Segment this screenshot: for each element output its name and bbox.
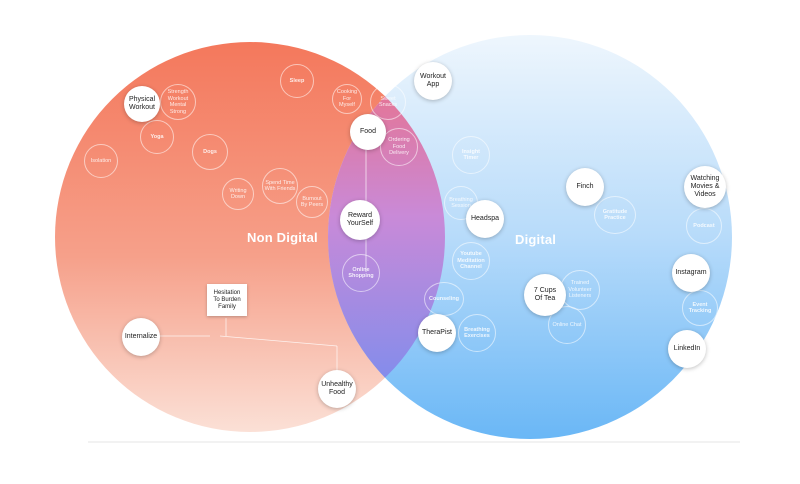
instagram-node: Instagram xyxy=(672,254,710,292)
seven-cups-node: 7 Cups Of Tea xyxy=(524,274,566,316)
youtube-channel-bubble: Youtube Meditation Channel xyxy=(452,242,490,280)
sleep-bubble: Sleep xyxy=(280,64,314,98)
insight-timer-bubble: Insight Timer xyxy=(452,136,490,174)
counseling-bubble: Counseling xyxy=(424,282,464,316)
hesitation-node: Hesitation To Burden Family xyxy=(207,284,247,316)
burnout-bubble: Burnout By Peers xyxy=(296,186,328,218)
physical-workout-node: Physical Workout xyxy=(124,86,160,122)
yoga-bubble: Yoga xyxy=(140,120,174,154)
online-shopping-bubble: Online Shopping xyxy=(342,254,380,292)
linkedin-node: LinkedIn xyxy=(668,330,706,368)
internalize-node: Internalize xyxy=(122,318,160,356)
dogs-bubble: Dogs xyxy=(192,134,228,170)
writing-down-bubble: Writing Down xyxy=(222,178,254,210)
reward-yourself-node: Reward YourSelf xyxy=(340,200,380,240)
sweet-snacks-bubble: Sweet Snacks xyxy=(370,84,406,120)
workout-app-node: Workout App xyxy=(414,62,452,100)
stress-workout-bubble: Strength Workout Mental Strong xyxy=(160,84,196,120)
isolation-bubble: Isolation xyxy=(84,144,118,178)
watching-movies-node: Watching Movies & Videos xyxy=(684,166,726,208)
unhealthy-food-node: Unhealthy Food xyxy=(318,370,356,408)
podcast-bubble: Podcast xyxy=(686,208,722,244)
breathing-exercises-bubble: Breathing Exercises xyxy=(458,314,496,352)
gratitude-practice-bubble: Gratitude Practice xyxy=(594,196,636,234)
spend-time-bubble: Spend Time With Friends xyxy=(262,168,298,204)
cooking-bubble: Cooking For Myself xyxy=(332,84,362,114)
non-digital-label: Non Digital xyxy=(247,230,318,245)
therapist-node: TheraPist xyxy=(418,314,456,352)
headspa-node: Headspa xyxy=(466,200,504,238)
food-node: Food xyxy=(350,114,386,150)
trained-listeners-bubble: Trained Volunteer Listeners xyxy=(560,270,600,310)
finch-node: Finch xyxy=(566,168,604,206)
online-chat-bubble: Online Chat xyxy=(548,306,586,344)
digital-label: Digital xyxy=(515,232,557,247)
ordering-food-bubble: Ordering Food Delivery xyxy=(380,128,418,166)
event-tracking-bubble: Event Tracking xyxy=(682,290,718,326)
